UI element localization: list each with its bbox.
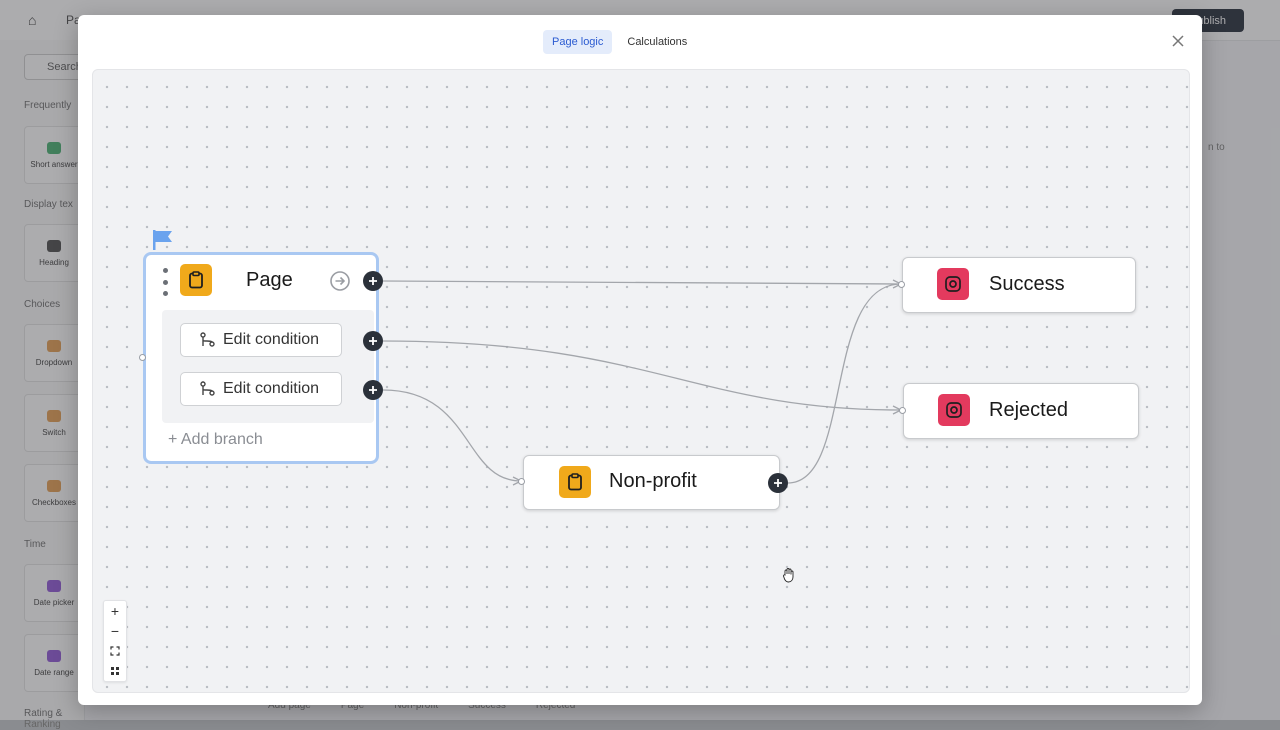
tile-label: Dropdown — [35, 357, 73, 367]
page-tab[interactable]: Add page — [268, 700, 311, 711]
page-node[interactable]: Page Edit condition Edit condition + Add… — [143, 252, 379, 464]
edit-condition-button[interactable]: Edit condition — [180, 372, 342, 406]
target-icon — [937, 268, 969, 300]
close-icon[interactable] — [1170, 33, 1186, 49]
section-label: Choices — [24, 299, 61, 310]
plus-icon — [369, 337, 377, 345]
tab-calculations[interactable]: Calculations — [627, 36, 688, 48]
flow-canvas[interactable]: Page Edit condition Edit condition + Add… — [92, 69, 1190, 693]
tab-page-logic[interactable]: Page logic — [543, 30, 613, 54]
branch-panel: Edit condition Edit condition — [162, 310, 374, 423]
modal-tabs: Page logic Calculations — [543, 30, 696, 54]
page-input-port[interactable] — [139, 354, 146, 361]
nonprofit-input-port[interactable] — [518, 478, 525, 485]
nonprofit-node[interactable]: Non-profit — [523, 455, 780, 510]
branch-icon — [200, 381, 215, 396]
go-to-page-icon[interactable] — [329, 270, 351, 292]
tile-label: Date picker — [33, 597, 75, 607]
edge-condition-to-rejected — [382, 340, 902, 411]
target-icon — [938, 394, 970, 426]
tile-label: Date range — [34, 667, 74, 677]
background-right-text: n to — [1208, 142, 1225, 153]
date-range-icon — [47, 649, 61, 662]
tile-checkboxes[interactable]: Checkboxes — [24, 464, 84, 522]
zoom-in-button[interactable]: + — [110, 603, 120, 619]
start-flag-icon — [153, 230, 172, 250]
edit-condition-label: Edit condition — [223, 380, 320, 397]
page-tab[interactable]: Non-profit — [394, 700, 439, 711]
nonprofit-node-title: Non-profit — [609, 470, 697, 492]
date-picker-icon — [47, 579, 61, 592]
switch-icon — [47, 409, 61, 422]
home-icon[interactable]: ⌂ — [28, 12, 37, 28]
page-tab[interactable]: Rejected — [535, 700, 576, 711]
rejected-node-title: Rejected — [989, 399, 1068, 421]
tile-heading[interactable]: Heading — [24, 224, 84, 282]
drag-handle-icon[interactable] — [162, 268, 168, 296]
zoom-controls: + − — [103, 600, 127, 682]
tile-date-range[interactable]: Date range — [24, 634, 84, 692]
section-label: Time — [24, 539, 46, 550]
plus-icon — [369, 277, 377, 285]
success-input-port[interactable] — [898, 281, 905, 288]
dropdown-icon — [47, 339, 61, 352]
add-output-button[interactable] — [768, 473, 788, 493]
checkboxes-icon — [47, 479, 61, 492]
success-node-title: Success — [989, 273, 1065, 295]
section-label: Display tex — [24, 199, 73, 210]
tile-dropdown[interactable]: Dropdown — [24, 324, 84, 382]
clipboard-icon — [180, 264, 212, 296]
section-label: Frequently — [24, 100, 72, 111]
background-page-tabs: Add page Page Non-profit Success Rejecte… — [268, 700, 575, 711]
add-branch-button[interactable]: + Add branch — [168, 431, 263, 448]
plus-icon — [369, 386, 377, 394]
background-sidebar: Search Frequently Short answer Display t… — [0, 40, 94, 730]
plus-icon — [774, 479, 782, 487]
clipboard-icon — [559, 466, 591, 498]
page-tab[interactable]: Page — [340, 700, 365, 711]
rejected-input-port[interactable] — [899, 407, 906, 414]
tile-label: Heading — [39, 257, 69, 267]
tile-label: Checkboxes — [31, 497, 77, 507]
edge-nonprofit-to-success — [787, 283, 902, 484]
edit-condition-label: Edit condition — [223, 331, 320, 348]
edge-condition-to-nonprofit — [382, 389, 522, 482]
tile-label: Short answer — [30, 159, 78, 169]
zoom-out-button[interactable]: − — [110, 623, 120, 639]
page-tab[interactable]: Success — [468, 700, 506, 711]
edit-condition-button[interactable]: Edit condition — [180, 323, 342, 357]
page-node-title: Page — [246, 269, 293, 291]
fit-view-button[interactable] — [104, 641, 126, 661]
tile-label: Switch — [42, 427, 66, 437]
heading-icon — [47, 239, 61, 252]
branch-icon — [200, 332, 215, 347]
rejected-node[interactable]: Rejected — [903, 383, 1139, 439]
edge-page-to-success — [382, 280, 902, 285]
breadcrumb[interactable]: Pa — [66, 13, 81, 27]
page-logic-modal: Page logic Calculations Page — [78, 15, 1202, 705]
toggle-interactivity-button[interactable] — [104, 661, 126, 681]
fit-view-icon — [110, 646, 120, 656]
add-output-button[interactable] — [363, 331, 383, 351]
hand-cursor-icon — [783, 568, 794, 583]
add-output-button[interactable] — [363, 380, 383, 400]
add-output-button[interactable] — [363, 271, 383, 291]
short-answer-icon — [47, 141, 61, 154]
grid-icon — [111, 667, 119, 675]
tile-short-answer[interactable]: Short answer — [24, 126, 84, 184]
success-node[interactable]: Success — [902, 257, 1136, 313]
